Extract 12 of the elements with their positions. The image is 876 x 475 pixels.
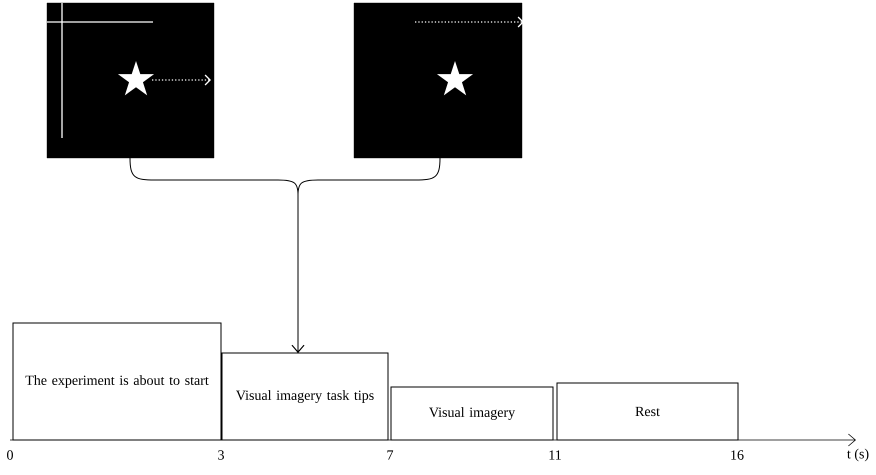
tick-label: 11 bbox=[549, 450, 561, 460]
tick-label: 16 bbox=[731, 450, 744, 460]
arrow bbox=[292, 158, 440, 353]
tick-label: 0 bbox=[7, 450, 13, 460]
tick-label: t (s) bbox=[847, 448, 868, 462]
stimulus-picture bbox=[354, 2, 522, 158]
phase-box: Visual imagery task tips bbox=[222, 352, 388, 440]
phase-box: Visual imagery bbox=[390, 386, 554, 440]
tick-label: 7 bbox=[387, 450, 394, 460]
phase-box: Rest bbox=[556, 382, 738, 440]
tick-label: 3 bbox=[218, 450, 224, 460]
phase-box: The experiment is about to start bbox=[12, 322, 222, 440]
